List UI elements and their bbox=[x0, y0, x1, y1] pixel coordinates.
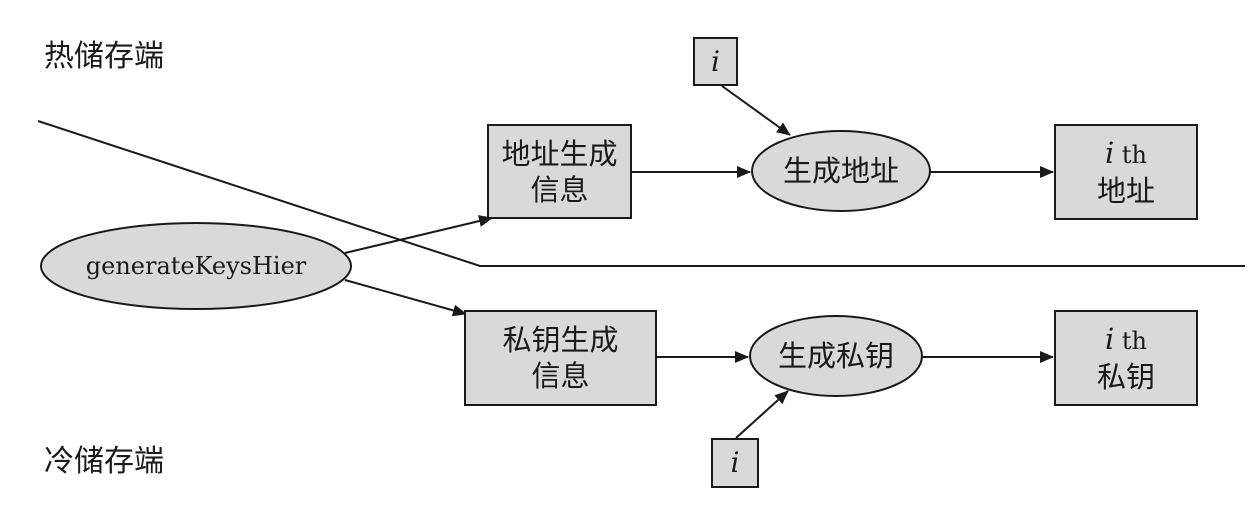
ith-address-index-line: i th bbox=[1105, 135, 1147, 173]
address-info-line-1: 地址生成 bbox=[501, 136, 618, 171]
private-key-info-line-2: 信息 bbox=[531, 359, 590, 393]
ith-address-box: i th 地址 bbox=[1054, 124, 1198, 220]
private-key-generation-info-box: 私钥生成 信息 bbox=[464, 310, 657, 406]
ith-private-key-label: 私钥 bbox=[1096, 360, 1155, 394]
ith-private-key-box: i th 私钥 bbox=[1054, 310, 1198, 406]
ith-address-suffix: th bbox=[1114, 141, 1147, 169]
hot-storage-label: 热储存端 bbox=[44, 39, 164, 74]
ith-private-key-index-line: i th bbox=[1105, 321, 1147, 359]
address-generation-info-box: 地址生成 信息 bbox=[487, 124, 632, 219]
ith-address-index: i bbox=[1104, 136, 1115, 170]
generate-keys-hier-label: generateKeysHier bbox=[85, 252, 307, 280]
ith-address-label: 地址 bbox=[1096, 174, 1155, 208]
top-index-box: i bbox=[693, 37, 738, 86]
arrow-root-to-private-key-info bbox=[344, 279, 467, 317]
cold-storage-label: 冷储存端 bbox=[44, 444, 164, 479]
generate-address-label: 生成地址 bbox=[782, 154, 899, 188]
arrow-root-to-address-info bbox=[344, 215, 493, 254]
hot-cold-boundary-line bbox=[37, 120, 1245, 267]
private-key-info-line-1: 私钥生成 bbox=[502, 323, 619, 357]
arrow-bottom-index-to-generate-private-key bbox=[735, 390, 789, 439]
address-info-line-2: 信息 bbox=[530, 172, 589, 207]
generate-keys-hier-node bbox=[40, 222, 352, 310]
arrow-top-index-to-generate-address bbox=[721, 85, 791, 136]
generate-private-key-label: 生成私钥 bbox=[777, 339, 894, 373]
bottom-index-box: i bbox=[711, 438, 759, 488]
ith-private-key-suffix: th bbox=[1114, 327, 1147, 355]
ith-private-key-index: i bbox=[1104, 322, 1115, 356]
